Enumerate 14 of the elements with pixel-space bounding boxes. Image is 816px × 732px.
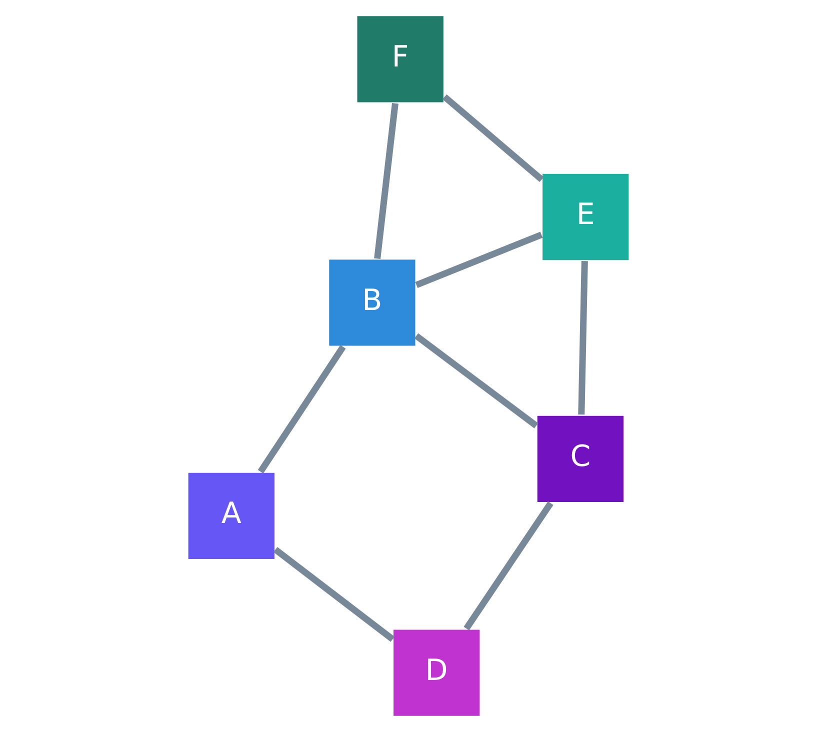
node-box: F [355, 14, 445, 104]
connector [414, 232, 542, 288]
connector [257, 345, 346, 474]
node-box: A [186, 471, 276, 561]
connector [442, 94, 544, 182]
connector [414, 333, 538, 428]
node-box: D [391, 628, 481, 718]
node-box: C [535, 414, 625, 504]
connector [463, 501, 553, 630]
node-box: B [327, 258, 416, 348]
node-box: E [540, 172, 630, 262]
connector [578, 261, 588, 415]
connector [374, 102, 398, 259]
connector [272, 546, 394, 642]
